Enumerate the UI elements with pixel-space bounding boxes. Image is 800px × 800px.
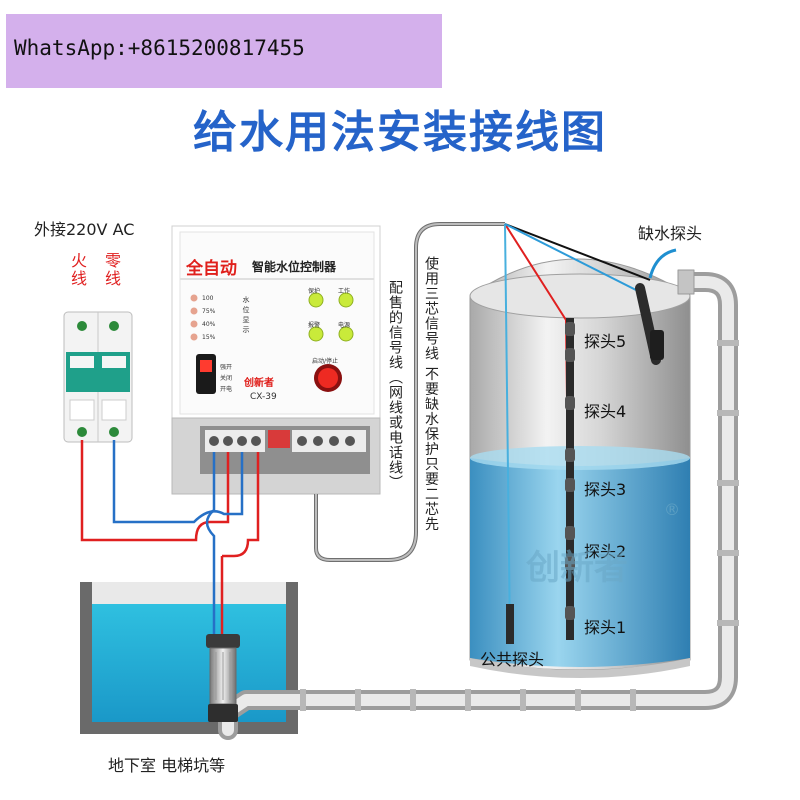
level-label-15: 15%	[202, 334, 216, 341]
circuit-breaker	[63, 311, 133, 443]
level-indicators	[190, 294, 198, 341]
controller-subtitle: 智能水位控制器	[252, 260, 337, 274]
level-caption: 水位显示	[242, 296, 250, 336]
probe-1-label: 探头1	[584, 618, 627, 637]
contact-banner	[6, 14, 442, 88]
probe-3-label: 探头3	[584, 480, 627, 499]
level-probe-rod	[565, 318, 575, 640]
terminal-block	[205, 430, 366, 452]
common-probe-label: 公共探头	[480, 650, 545, 669]
indicator-work-label: 工作	[338, 288, 351, 295]
low-water-probe-label: 缺水探头	[638, 224, 703, 243]
signal-cable-note: 配售的信号线（网线或电话线）	[387, 280, 403, 490]
live-wire-label: 火 线	[70, 251, 87, 288]
external-power-label: 外接220V AC	[34, 220, 135, 239]
start-stop-label: 启动/停止	[312, 358, 339, 365]
probe-2-label: 探头2	[584, 542, 627, 561]
probe-5-label: 探头5	[584, 332, 627, 351]
signal-cable	[314, 222, 505, 562]
rocker-switch	[196, 354, 216, 394]
whatsapp-contact-text: WhatsApp:+8615200817455	[14, 36, 305, 60]
pipe-joints	[300, 340, 739, 711]
registered-mark: ®	[664, 500, 680, 519]
tank-brand-watermark: 创新者	[526, 548, 628, 588]
common-probe-rod	[506, 604, 514, 644]
basement-label: 地下室 电梯坑等	[108, 756, 226, 775]
indicator-protect-label: 保护	[308, 288, 321, 295]
switch-label-off: 关闭	[220, 375, 233, 382]
level-label-100: 100	[202, 295, 214, 302]
water-pipe	[218, 269, 738, 740]
usage-note: 使用三芯信号线 不要缺水保护只要二芯先	[423, 256, 439, 532]
neutral-wire-label: 零 线	[104, 251, 121, 288]
low-water-probe	[635, 248, 677, 365]
status-lights	[308, 292, 354, 342]
level-label-40: 40%	[202, 321, 216, 328]
water-tank	[469, 258, 691, 678]
controller-model: CX-39	[250, 392, 277, 402]
switch-label-force-on: 强开	[220, 364, 233, 371]
basement-pool	[80, 582, 298, 734]
diagram-title: 给水用法安装接线图	[193, 107, 607, 158]
indicator-alarm-label: 报警	[308, 322, 321, 329]
level-label-75: 75%	[202, 308, 216, 315]
indicator-power-label: 电源	[338, 322, 351, 329]
probe-4-label: 探头4	[584, 402, 627, 421]
submersible-pump	[206, 634, 240, 722]
controller-title: 全自动	[186, 259, 237, 279]
switch-label-on: 开电	[220, 386, 233, 393]
start-stop-button-graphic	[314, 364, 342, 392]
mains-wiring	[80, 440, 260, 640]
controller-brand: 创新者	[244, 378, 274, 389]
